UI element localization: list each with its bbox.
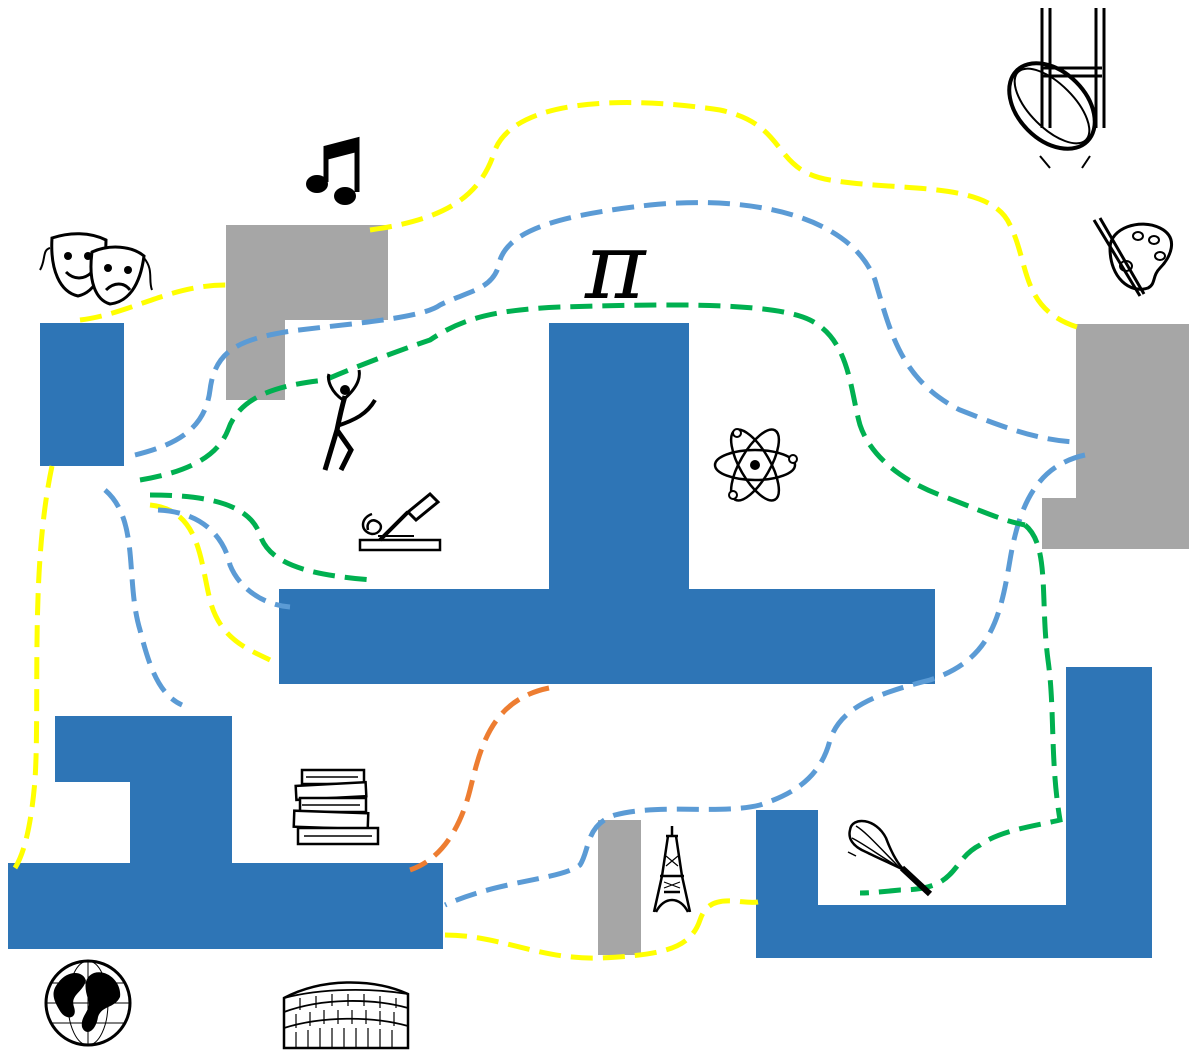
globe-icon[interactable] (46, 961, 130, 1045)
building-science-t-block[interactable] (279, 323, 935, 684)
rugby-ball-posts-icon[interactable] (993, 8, 1112, 168)
orange-path-science-to-library[interactable] (410, 688, 549, 870)
yellow-path-music-to-art[interactable] (370, 103, 1080, 328)
building-food-tech-block[interactable] (756, 667, 1152, 958)
building-drama-block[interactable] (40, 323, 124, 466)
orange-route (410, 688, 549, 870)
whisk-icon[interactable] (848, 821, 930, 894)
blue-path-drama-to-library[interactable] (105, 490, 182, 705)
buildings (8, 225, 1189, 958)
yellow-path-drama-to-library[interactable] (15, 466, 52, 868)
music-note-icon[interactable] (306, 140, 357, 205)
building-language-annex[interactable] (598, 820, 641, 955)
green-path-art-to-food[interactable] (860, 525, 1060, 893)
building-music-annex[interactable] (226, 225, 388, 400)
blue-path-drama-to-science[interactable] (158, 510, 290, 607)
eiffel-tower-icon[interactable] (654, 826, 690, 912)
books-icon[interactable] (294, 770, 378, 844)
colosseum-icon[interactable] (284, 982, 408, 1048)
theatre-masks-icon[interactable] (40, 234, 152, 304)
building-art-annex[interactable] (1042, 324, 1189, 549)
dancer-icon[interactable] (325, 370, 375, 470)
pi-symbol-icon[interactable]: π (584, 213, 647, 320)
paint-palette-icon[interactable] (1094, 218, 1172, 296)
green-path-drama-to-dt[interactable] (150, 495, 372, 580)
atom-icon[interactable] (715, 423, 797, 507)
wood-chisel-icon[interactable] (360, 494, 440, 550)
yellow-path-drama-to-science[interactable] (150, 505, 270, 660)
